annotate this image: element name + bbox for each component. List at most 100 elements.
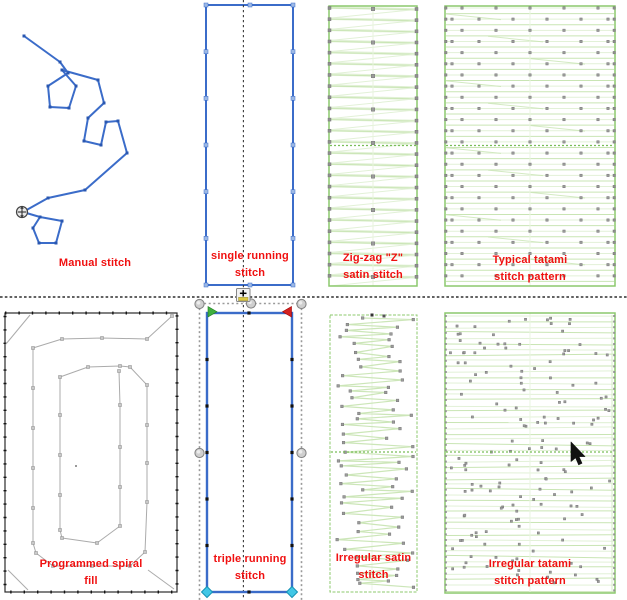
stitch-node xyxy=(444,404,447,407)
stitch-node xyxy=(596,28,600,32)
stitch-node xyxy=(528,185,532,189)
selection-handle-highlight xyxy=(298,301,303,305)
stitch-node xyxy=(400,496,404,500)
stitch-node xyxy=(387,338,391,342)
stitch-node xyxy=(612,162,616,166)
stitch-node xyxy=(414,74,419,78)
stitch-node xyxy=(327,17,332,21)
stitch-node xyxy=(411,445,415,449)
stitch-node xyxy=(596,73,600,77)
stitch-node xyxy=(444,522,447,525)
stitch-node xyxy=(545,196,549,200)
stitch-node xyxy=(477,263,481,267)
stitch-node xyxy=(533,367,536,370)
triple-running-stitch-object[interactable] xyxy=(200,305,299,599)
stitch-node xyxy=(464,468,468,472)
stitch-node xyxy=(170,314,174,318)
stitch-node xyxy=(613,555,616,558)
stitch-node xyxy=(579,151,583,155)
stitch-node xyxy=(58,375,62,379)
stitch-node xyxy=(613,466,616,469)
stitch-node xyxy=(579,129,583,133)
stitch-node xyxy=(51,564,55,568)
stitch-node xyxy=(613,421,616,424)
stitch-node xyxy=(327,28,332,33)
typical-tatami-object[interactable] xyxy=(444,5,616,287)
stitch-node xyxy=(477,240,481,244)
stitch-node xyxy=(462,565,466,569)
stitch-node xyxy=(460,274,464,278)
stitch-node xyxy=(460,73,464,77)
stitch-node xyxy=(118,485,122,489)
stitch-node xyxy=(596,274,600,278)
stitch-node xyxy=(562,252,566,255)
stitch-node xyxy=(450,62,454,66)
stitch-node xyxy=(511,62,515,66)
single-running-stitch-object[interactable] xyxy=(203,2,296,288)
stitch-node xyxy=(444,511,447,513)
stitch-node xyxy=(553,493,556,496)
corner-point-marker[interactable] xyxy=(285,585,299,599)
irregular-tatami-object[interactable] xyxy=(444,312,616,594)
corner-point-marker[interactable] xyxy=(200,585,214,599)
manual-stitch-object[interactable] xyxy=(22,34,129,245)
stitch-node xyxy=(571,383,575,387)
stitch-node xyxy=(327,84,332,88)
stitch-node xyxy=(545,40,549,43)
stitch-node xyxy=(327,240,332,245)
stitch-node xyxy=(117,369,121,373)
stitch-node xyxy=(545,151,549,155)
stitch-node xyxy=(499,506,503,510)
stitch-node xyxy=(477,62,481,66)
stitch-node xyxy=(444,73,448,77)
stitch-node xyxy=(509,364,513,368)
stitch-node xyxy=(612,95,616,99)
irregular-satin-object[interactable] xyxy=(329,313,418,593)
stitch-node xyxy=(528,140,532,144)
start-point-marker[interactable] xyxy=(207,305,218,318)
stitch-node xyxy=(449,351,452,355)
stitch-node xyxy=(613,387,616,390)
stitch-node xyxy=(444,162,448,166)
stitch-node xyxy=(592,418,595,422)
stitch-node xyxy=(511,106,515,110)
stitch-node xyxy=(494,207,498,211)
stitch-node xyxy=(444,533,447,536)
stitch-node xyxy=(99,143,103,147)
stitch-node xyxy=(31,386,35,390)
stitch-node xyxy=(290,543,294,548)
stitch-node xyxy=(118,445,122,449)
stitch-node xyxy=(290,282,296,288)
stitch-node xyxy=(606,263,610,267)
stitch-node xyxy=(494,274,498,278)
stitch-node xyxy=(414,219,419,223)
stitch-node xyxy=(340,422,345,426)
move-crosshair-icon[interactable] xyxy=(15,205,29,219)
zigzag-satin-object[interactable] xyxy=(327,5,419,287)
stitch-node xyxy=(548,360,552,364)
stitch-node xyxy=(612,106,616,110)
selection-overlay[interactable] xyxy=(194,288,307,600)
stitch-node xyxy=(444,567,447,569)
stitch-node xyxy=(342,495,346,499)
stitch-node xyxy=(471,415,474,419)
stitch-node xyxy=(67,106,71,110)
stitch-node xyxy=(463,361,467,365)
stitch-node xyxy=(205,543,209,548)
stitch-node xyxy=(562,6,566,10)
end-point-marker[interactable] xyxy=(281,305,292,318)
stitch-node xyxy=(414,241,419,246)
stitch-node xyxy=(444,185,448,189)
stitch-node xyxy=(460,118,464,122)
stitch-node xyxy=(596,229,600,233)
stitch-node xyxy=(606,240,610,244)
stitch-node xyxy=(463,490,467,493)
stitch-node xyxy=(507,463,511,467)
stitch-node xyxy=(612,263,616,267)
spiral-fill-object[interactable] xyxy=(3,311,179,594)
stitch-node xyxy=(612,84,616,88)
stitch-node xyxy=(579,106,583,110)
stitch-node xyxy=(444,62,448,66)
stitch-node xyxy=(336,384,340,388)
